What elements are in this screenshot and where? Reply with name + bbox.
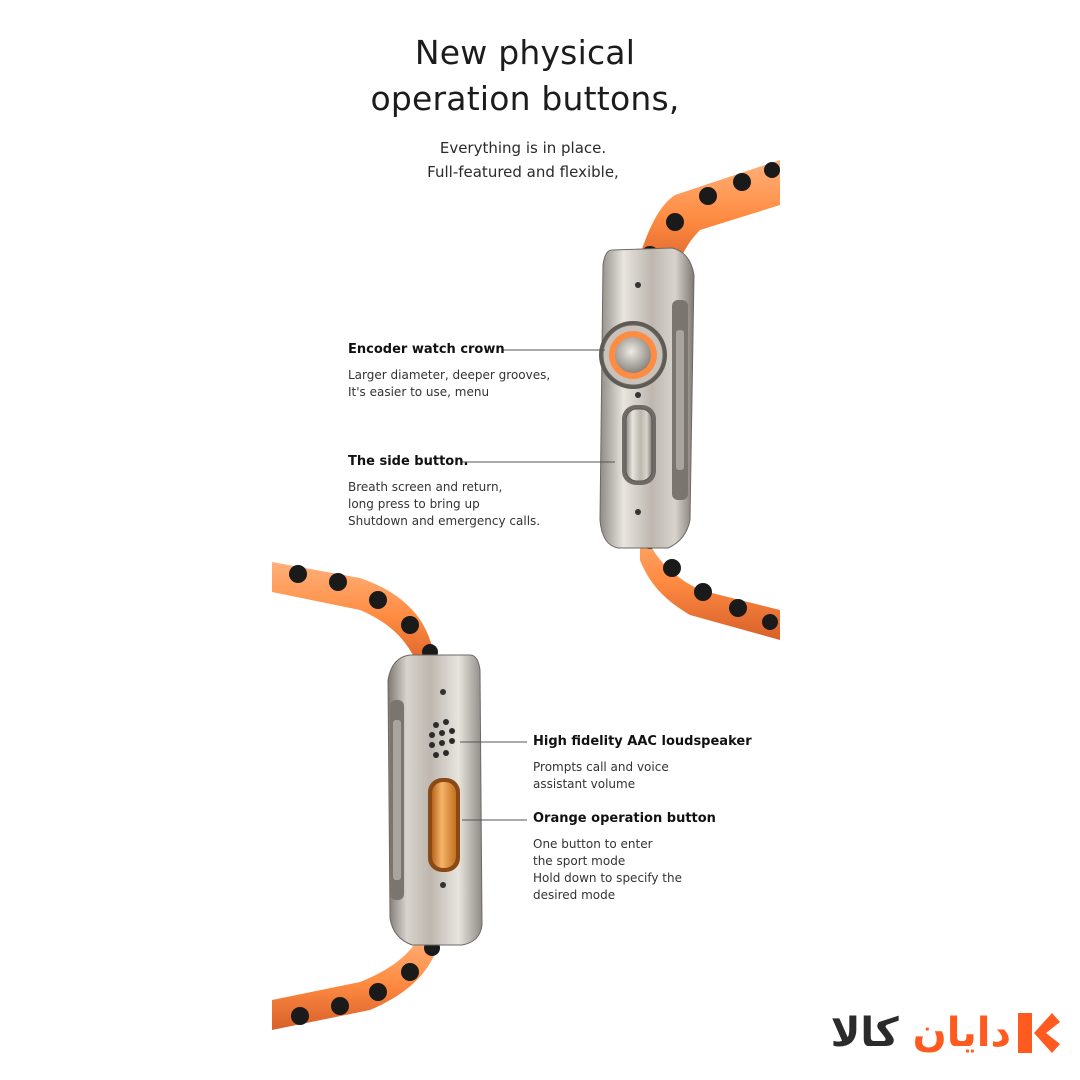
crown-icon [599, 321, 667, 389]
page-subtitle: Everything is in place. Full-featured an… [0, 136, 1046, 184]
brand-logo: دایان کالا [806, 1004, 1060, 1062]
feature-name: The side button. [348, 454, 469, 469]
leader-lines [460, 349, 615, 821]
feature-description: One button to enter the sport mode Hold … [533, 837, 682, 902]
feature-description: Prompts call and voice assistant volume [533, 760, 669, 791]
lower-strap-top [272, 562, 440, 670]
feature-loudspeaker: High fidelity AAC loudspeaker Prompts ca… [533, 733, 793, 793]
lower-strap-bottom [272, 935, 440, 1030]
feature-encoder-crown: Encoder watch crown Larger diameter, dee… [348, 341, 608, 401]
subtitle-line-1: Everything is in place. [439, 139, 607, 157]
subtitle-line-2: Full-featured and flexible, [427, 163, 619, 181]
speaker-grille-icon [429, 719, 455, 758]
brand-name-part-2: کالا [830, 1010, 899, 1056]
title-line-1: New physical [414, 33, 636, 72]
upper-watch-case [599, 247, 695, 549]
brand-logo-text: دایان کالا [806, 1004, 1011, 1062]
brand-k-chevron-icon [1018, 1013, 1060, 1053]
feature-name: Encoder watch crown [348, 342, 505, 357]
side-button-icon [622, 405, 656, 485]
feature-name: High fidelity AAC loudspeaker [533, 734, 752, 749]
feature-description: Larger diameter, deeper grooves, It's ea… [348, 368, 551, 399]
title-line-2: operation buttons, [370, 79, 680, 118]
feature-side-button: The side button. Breath screen and retur… [348, 453, 608, 530]
page-title: New physical operation buttons, [0, 30, 1050, 122]
feature-orange-button: Orange operation button One button to en… [533, 810, 793, 904]
feature-description: Breath screen and return, long press to … [348, 480, 541, 528]
feature-name: Orange operation button [533, 811, 716, 826]
orange-button-icon [428, 778, 460, 872]
brand-name-part-1: دایان [912, 1010, 1011, 1056]
